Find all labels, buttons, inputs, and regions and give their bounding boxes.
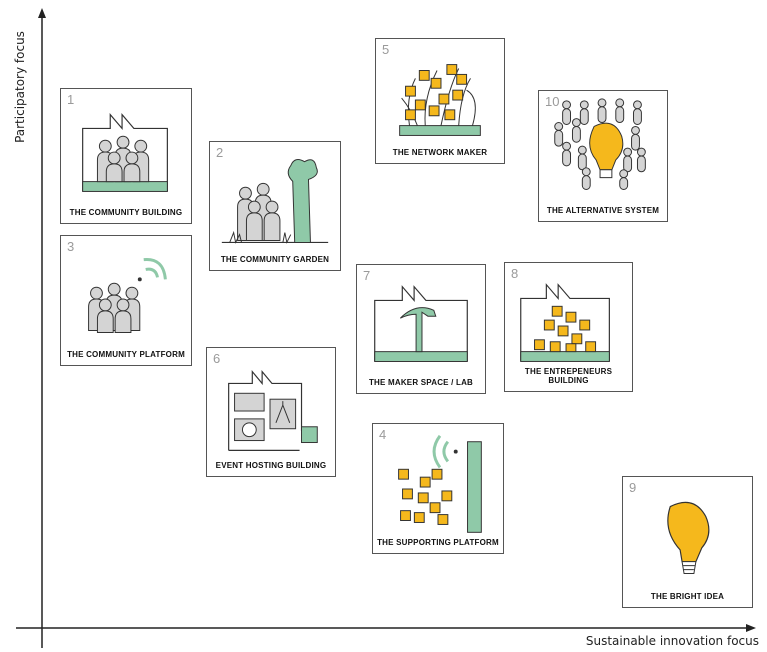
card-number: 7 [363,268,371,283]
card-number: 4 [379,427,387,442]
card-title: THE ENTREPENEURS BUILDING [524,367,613,385]
card-title: THE COMMUNITY BUILDING [69,208,183,217]
people-with-tree-icon [221,158,329,244]
card-network-maker: 5 THE NETWORK MAKER [375,38,505,164]
squares-in-building-icon [520,283,610,362]
card-community-platform: 3 THE COMMUNITY PLATFORM [60,235,192,366]
people-in-building-icon [82,113,168,192]
squares-with-signal-icon [398,434,482,533]
card-maker-space-lab: 7 THE MAKER SPACE / LAB [356,264,486,394]
card-title: THE SUPPORTING PLATFORM [377,538,499,547]
card-number: 10 [545,94,560,109]
card-supporting-platform: 4 THE SUPPORTING PLATFORM [372,423,504,554]
card-number: 8 [511,266,519,281]
card-title: THE BRIGHT IDEA [650,592,725,601]
card-community-garden: 2 THE COMMUNITY GARDEN [209,141,341,271]
card-number: 9 [629,480,637,495]
x-axis-label: Sustainable innovation focus [585,634,759,648]
card-title: EVENT HOSTING BUILDING [215,461,327,470]
event-building-icon [228,369,318,451]
card-alternative-system: 10 THE ALTERNATIVE SYSTEM [538,90,668,222]
card-title: THE NETWORK MAKER [392,148,488,157]
network-squares-icon [399,64,481,136]
card-number: 5 [382,42,390,57]
card-number: 6 [213,351,221,366]
card-number: 2 [216,145,224,160]
card-title: THE ALTERNATIVE SYSTEM [546,206,660,215]
x-axis-arrowhead [746,624,756,632]
card-number: 3 [67,239,75,254]
people-with-lightbulb-icon [554,98,646,190]
y-axis-arrowhead [38,8,46,18]
people-with-signal-icon [88,258,167,333]
y-axis-label: Participatory focus [13,31,27,143]
card-entrepeneurs-building: 8 THE ENTREPENEURS BUILDING [504,262,633,392]
card-number: 1 [67,92,75,107]
hammer-building-icon [374,285,468,362]
lightbulb-icon [667,501,710,575]
card-event-hosting-building: 6 EVENT HOSTING BUILDING [206,347,336,477]
card-bright-idea: 9 THE BRIGHT IDEA [622,476,753,608]
card-title: THE COMMUNITY PLATFORM [67,350,185,359]
card-title: THE MAKER SPACE / LAB [368,378,474,387]
card-community-building: 1 THE COMMUNITY BUILDING [60,88,192,224]
card-title: THE COMMUNITY GARDEN [220,255,330,264]
